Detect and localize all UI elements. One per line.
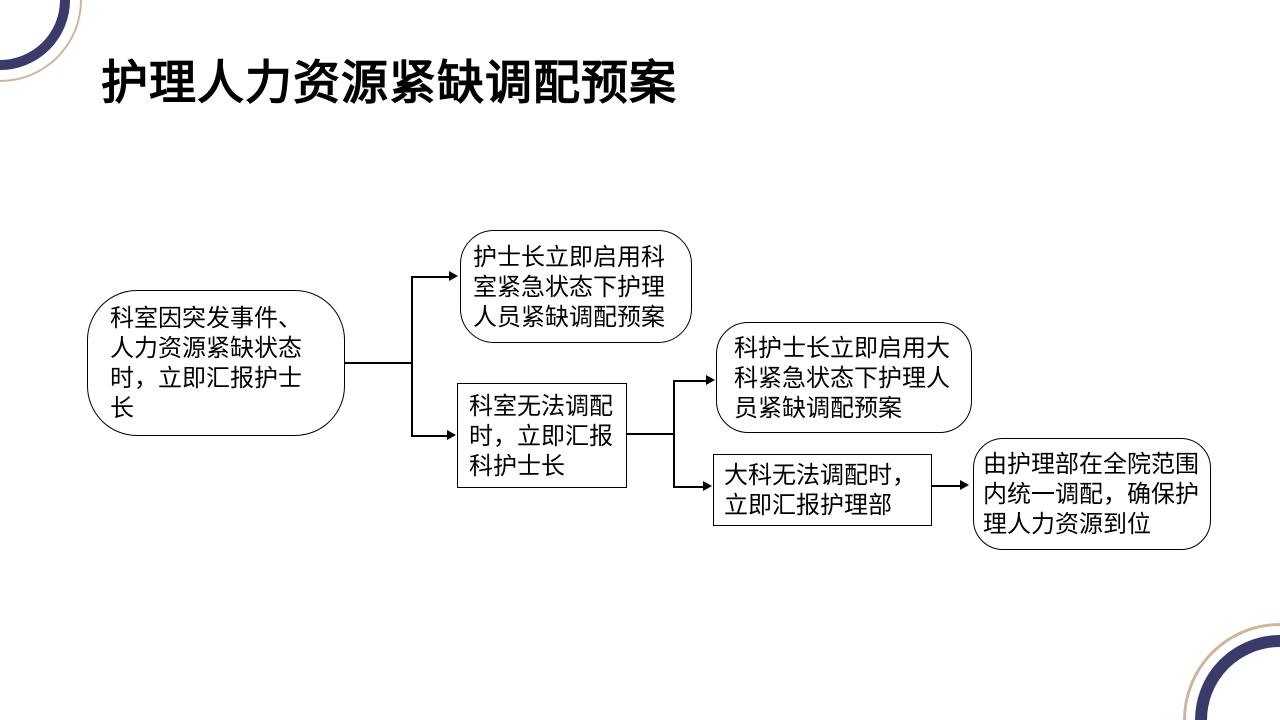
node-text-line: 时，立即汇报 — [469, 421, 613, 450]
node-text-line: 时，立即汇报护士 — [110, 364, 302, 392]
flow-node-head-nurse-activate-plan: 护士长立即启用科 室紧急状态下护理 人员紧缺调配预案 — [460, 230, 692, 343]
flow-node-dept-emergency-report: 科室因突发事件、 人力资源紧缺状态 时，立即汇报护士 长 — [87, 290, 345, 436]
node-text-line: 人力资源紧缺状态 — [110, 334, 302, 362]
edge-dept-cannot-branch-line — [673, 380, 675, 488]
edge-start-stub-line — [345, 362, 412, 364]
edge-to-chief-nurse-line — [673, 380, 707, 382]
flow-node-division-cannot-allocate: 大科无法调配时， 立即汇报护理部 — [713, 454, 932, 526]
edge-to-head-nurse-line — [411, 276, 450, 278]
edge-to-division-cannot-line — [673, 486, 705, 488]
edge-to-nursing-dept-line — [932, 485, 961, 487]
node-text-line: 大科无法调配时， — [724, 461, 916, 489]
edge-start-branch-line — [411, 276, 413, 437]
arrowhead-to-chief-nurse-icon — [706, 375, 715, 385]
node-text-line: 理人力资源到位 — [983, 510, 1151, 538]
node-text-line: 科室因突发事件、 — [110, 304, 302, 332]
corner-arc-top-left-navy-icon — [0, 0, 70, 70]
node-text-line: 内统一调配，确保护 — [983, 480, 1199, 508]
node-text-line: 科护士长立即启用大 — [734, 333, 950, 362]
arrowhead-to-head-nurse-icon — [449, 271, 458, 281]
arrowhead-to-nursing-dept-icon — [960, 480, 969, 490]
slide-title: 护理人力资源紧缺调配预案 — [101, 56, 677, 111]
node-text-line: 室紧急状态下护理 — [473, 272, 665, 301]
node-text-line: 由护理部在全院范围 — [983, 450, 1199, 478]
node-text-line: 科护士长 — [469, 451, 565, 480]
node-text-line: 人员紧缺调配预案 — [473, 302, 665, 331]
corner-arc-bottom-right-navy-icon — [1195, 635, 1280, 720]
node-text-line: 员紧缺调配预案 — [734, 393, 902, 422]
edge-dept-cannot-stub-line — [627, 433, 675, 435]
node-text-line: 长 — [110, 394, 134, 422]
edge-to-dept-cannot-line — [411, 435, 448, 437]
arrowhead-to-division-cannot-icon — [703, 481, 712, 491]
node-text-line: 立即汇报护理部 — [724, 491, 892, 519]
node-text-line: 科紧急状态下护理人 — [734, 363, 950, 392]
node-text-line: 护士长立即启用科 — [473, 242, 665, 271]
flow-node-dept-cannot-allocate: 科室无法调配 时，立即汇报 科护士长 — [457, 383, 627, 488]
node-text-line: 科室无法调配 — [469, 391, 613, 420]
arrowhead-to-dept-cannot-icon — [447, 430, 456, 440]
flow-node-nursing-dept-allocate: 由护理部在全院范围 内统一调配，确保护 理人力资源到位 — [973, 438, 1211, 550]
flow-node-chief-nurse-activate-plan: 科护士长立即启用大 科紧急状态下护理人 员紧缺调配预案 — [716, 322, 972, 433]
